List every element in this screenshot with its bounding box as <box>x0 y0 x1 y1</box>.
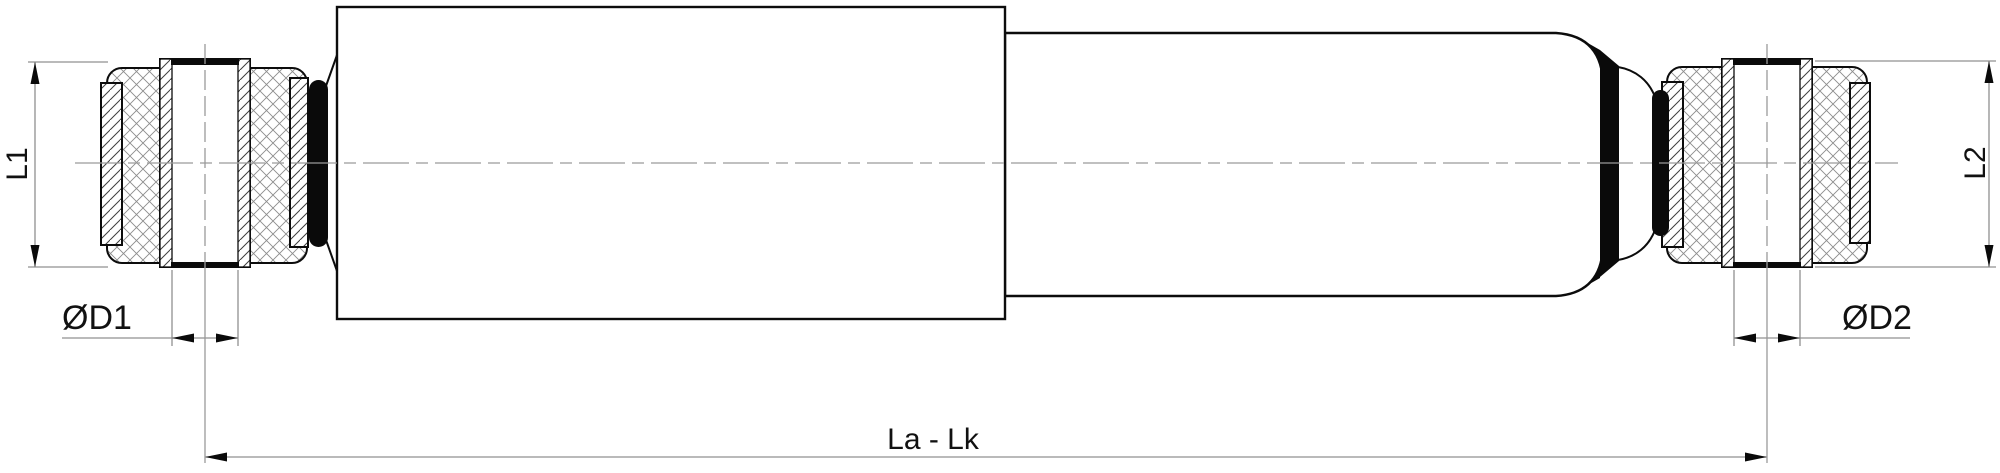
l2-label: L2 <box>1959 146 1992 179</box>
dust-tube-flare-bottom <box>325 239 338 272</box>
dimension-d2: ØD2 <box>1733 270 1912 346</box>
d2-arrow-right <box>1778 333 1800 343</box>
boot-curve-top <box>1617 66 1656 98</box>
l1-arrow-up <box>30 62 40 84</box>
overall-label: La - Lk <box>887 423 980 456</box>
overall-arrow-right <box>1745 452 1767 462</box>
d1-arrow-left <box>172 333 194 343</box>
dimension-l1: L1 <box>1 61 108 268</box>
boot-curve-bottom <box>1617 229 1656 261</box>
end-cone-tip-bottom <box>1579 266 1600 290</box>
dimension-overall-length: La - Lk <box>205 423 1767 462</box>
l1-label: L1 <box>1 147 34 180</box>
dust-tube-flare-top <box>325 54 338 87</box>
l2-arrow-up <box>1984 61 1994 83</box>
centerlines <box>75 44 1898 463</box>
l2-arrow-down <box>1984 245 1994 267</box>
overall-arrow-left <box>205 452 227 462</box>
d2-label: ØD2 <box>1842 299 1912 337</box>
reserve-tube <box>1003 31 1605 298</box>
d2-arrow-left <box>1734 333 1756 343</box>
dimension-l2: L2 <box>1815 60 1996 268</box>
dimension-d1: ØD1 <box>62 270 239 346</box>
end-cone-tip-top <box>1579 38 1600 62</box>
d1-label: ØD1 <box>62 299 132 337</box>
d1-arrow-right <box>216 333 238 343</box>
left-outer-sleeve-left <box>100 82 123 246</box>
l1-arrow-down <box>30 245 40 267</box>
